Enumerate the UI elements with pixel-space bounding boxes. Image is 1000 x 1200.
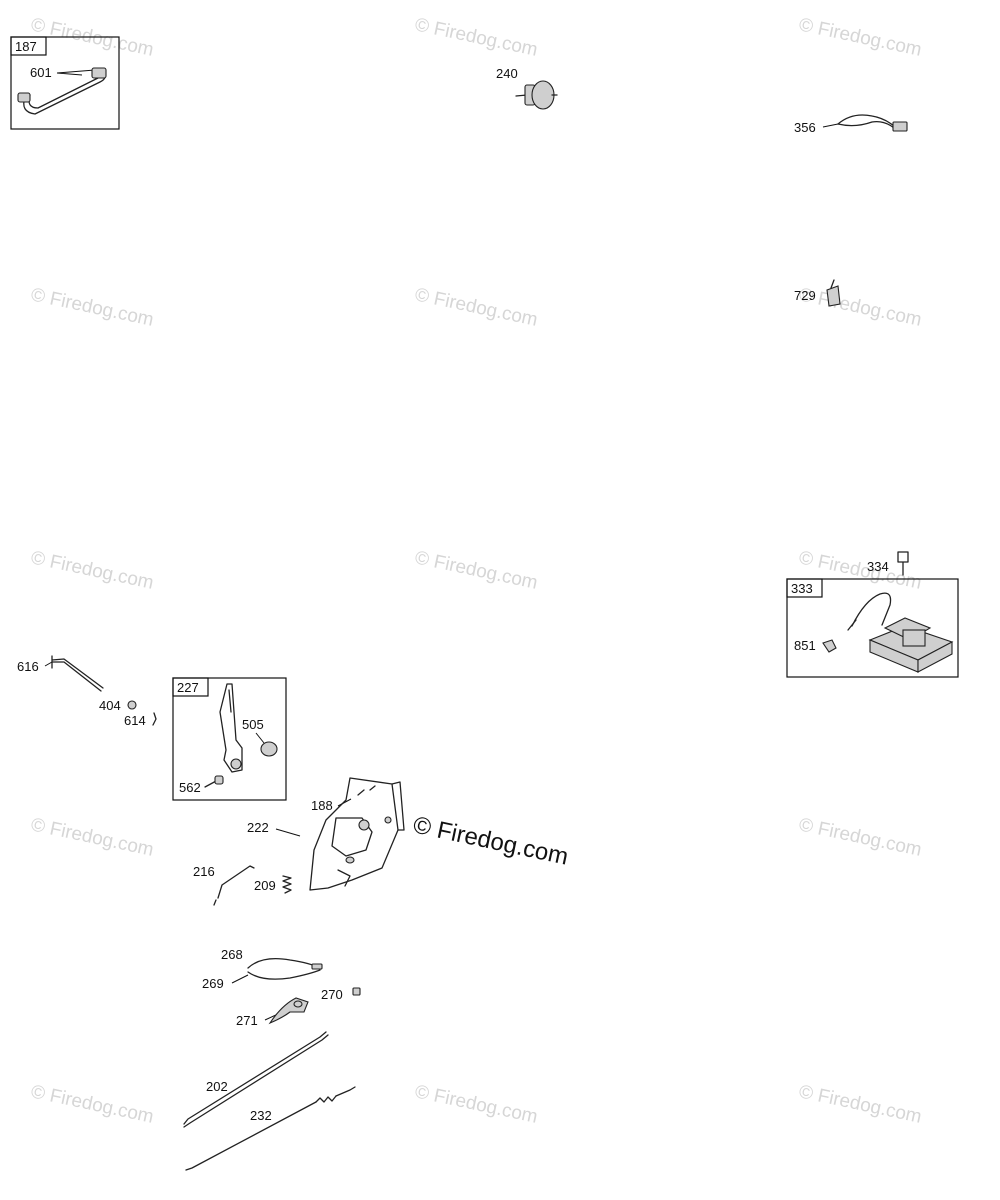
part-209: 209: [254, 875, 292, 894]
part-614: 614: [124, 712, 157, 728]
part-222: 188 222: [247, 777, 405, 891]
part-404: 404: [99, 698, 137, 713]
part-label: 356: [794, 120, 816, 135]
watermark-text: © Firedog.com: [797, 284, 924, 331]
watermark-main: © Firedog.com: [411, 811, 571, 870]
watermark-text: © Firedog.com: [797, 14, 924, 61]
part-label: 222: [247, 820, 269, 835]
part-label: 268: [221, 947, 243, 962]
watermark-text: © Firedog.com: [29, 547, 156, 594]
watermark-text: © Firedog.com: [29, 14, 156, 61]
part-label: 404: [99, 698, 121, 713]
part-label: 188: [311, 798, 333, 813]
part-group-227: 227 505 562: [172, 677, 287, 801]
part-label: 271: [236, 1013, 258, 1028]
part-label: 616: [17, 659, 39, 674]
part-label: 505: [242, 717, 264, 732]
part-label: 562: [179, 780, 201, 795]
part-268: 268: [221, 947, 323, 980]
box-frame: [10, 36, 120, 130]
part-216: 216: [193, 864, 255, 906]
part-232: 232: [185, 1086, 356, 1171]
watermark-text: © Firedog.com: [29, 814, 156, 861]
watermark-text: © Firedog.com: [413, 1081, 540, 1128]
box-label-frame: [172, 677, 209, 697]
watermark-layer: © Firedog.com © Firedog.com © Firedog.co…: [29, 14, 924, 1128]
part-269: 269: [202, 974, 249, 991]
part-label: 216: [193, 864, 215, 879]
watermark-text: © Firedog.com: [29, 1081, 156, 1128]
part-label: 601: [30, 65, 52, 80]
part-label: 269: [202, 976, 224, 991]
part-group-187: 187 601: [10, 36, 120, 130]
part-271: 271: [236, 997, 309, 1028]
watermark-text: © Firedog.com: [797, 547, 924, 594]
part-729: 729: [794, 279, 841, 307]
part-label: 202: [206, 1079, 228, 1094]
part-label: 334: [867, 559, 889, 574]
part-label: 270: [321, 987, 343, 1002]
part-label: 209: [254, 878, 276, 893]
watermark-text: © Firedog.com: [797, 814, 924, 861]
watermark-text: © Firedog.com: [29, 284, 156, 331]
box-label-frame: [10, 36, 47, 56]
part-202: 202: [183, 1031, 329, 1128]
watermark-text: © Firedog.com: [413, 547, 540, 594]
box-label-frame: [786, 578, 823, 598]
part-label: 232: [250, 1108, 272, 1123]
box-label: 227: [177, 680, 199, 695]
part-label: 614: [124, 713, 146, 728]
part-label: 240: [496, 66, 518, 81]
part-label: 851: [794, 638, 816, 653]
watermark-text: © Firedog.com: [797, 1081, 924, 1128]
watermark-text: © Firedog.com: [413, 284, 540, 331]
part-group-333: 334 333 851: [786, 551, 959, 678]
box-label: 333: [791, 581, 813, 596]
part-356: 356: [794, 114, 908, 135]
box-label: 187: [15, 39, 37, 54]
part-label: 729: [794, 288, 816, 303]
box-frame: [172, 677, 287, 801]
part-240: 240: [496, 66, 558, 110]
watermark-text: © Firedog.com: [413, 14, 540, 61]
part-616: 616: [17, 655, 104, 692]
part-270: 270: [321, 987, 361, 1002]
box-frame: [786, 578, 959, 678]
